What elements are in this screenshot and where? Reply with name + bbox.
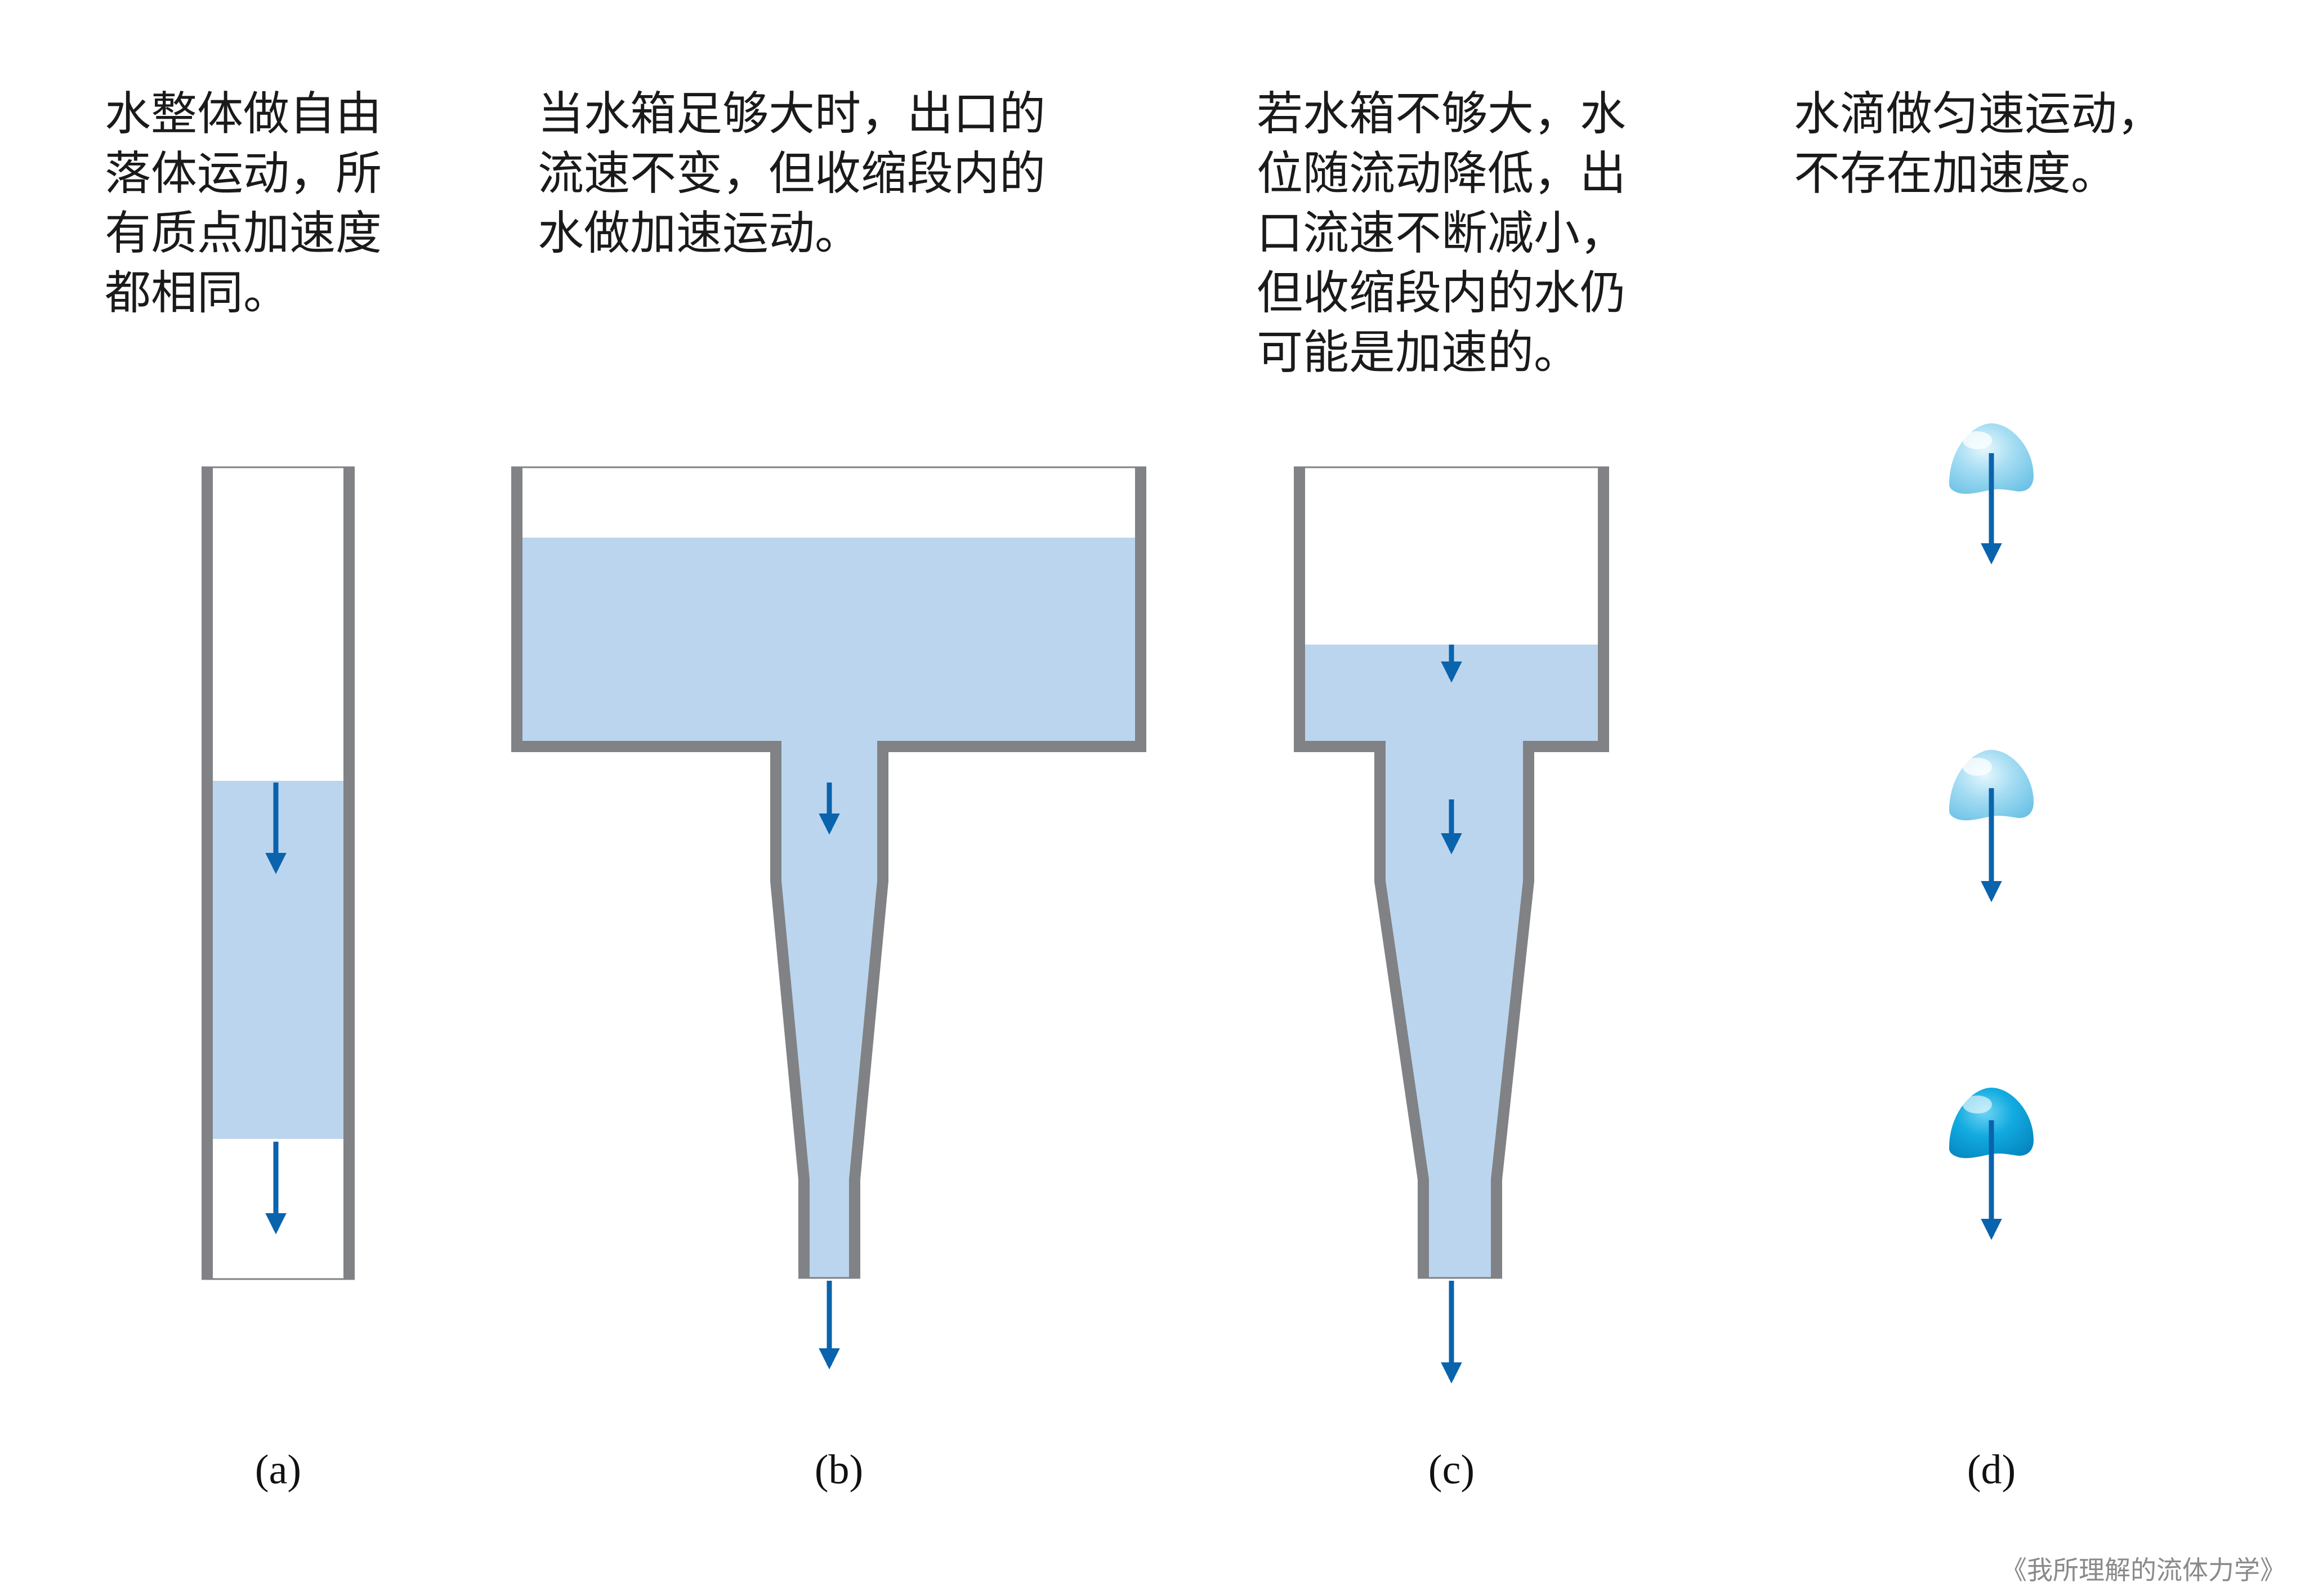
water-drop-1 [1949, 423, 2034, 565]
caption-a-line-2: 落体运动，所 [105, 147, 382, 200]
caption-d-line-1: 水滴做匀速运动， [1794, 87, 2164, 141]
water-drop-3 [1949, 1088, 2034, 1240]
panel-c-tank [1294, 466, 1609, 1384]
panel-c-water [1305, 645, 1598, 1278]
caption-a-line-1: 水整体做自由 [105, 87, 382, 141]
panel-a-right-wall [343, 467, 355, 1279]
caption-b: 当水箱足够大时，出口的 流速不变，但收缩段内的 水做加速运动。 [538, 84, 1046, 263]
caption-c-line-3: 口流速不断减小， [1257, 207, 1627, 260]
panel-c-wall [1294, 467, 1609, 1278]
caption-b-line-2: 流速不变，但收缩段内的 [538, 147, 1046, 200]
caption-a-line-4: 都相同。 [105, 266, 290, 320]
caption-c-line-2: 位随流动降低，出 [1257, 147, 1627, 200]
caption-d-line-2: 不存在加速度。 [1794, 147, 2118, 200]
panel-a-left-wall [202, 467, 213, 1279]
panel-b-water [522, 538, 1135, 1278]
panel-label-b: (b) [815, 1447, 863, 1493]
panel-b-tank [511, 466, 1146, 1370]
caption-c-line-5: 可能是加速的。 [1257, 326, 1580, 379]
source-credit: 《我所理解的流体力学》 [2001, 1555, 2286, 1585]
panel-b-wall [511, 467, 1146, 1278]
caption-a-line-3: 有质点加速度 [105, 207, 382, 260]
caption-c: 若水箱不够大，水 位随流动降低，出 口流速不断减小， 但收缩段内的水仍 可能是加… [1257, 84, 1626, 383]
caption-c-line-1: 若水箱不够大，水 [1257, 87, 1627, 141]
panel-label-c: (c) [1428, 1447, 1475, 1493]
caption-b-line-1: 当水箱足够大时，出口的 [538, 87, 1046, 141]
caption-b-line-3: 水做加速运动。 [538, 207, 861, 260]
panel-d-drops [1949, 423, 2034, 1240]
water-drop-1-highlight [1963, 431, 1992, 449]
panel-label-a: (a) [255, 1447, 301, 1493]
caption-d: 水滴做匀速运动， 不存在加速度。 [1794, 84, 2163, 204]
caption-c-line-4: 但收缩段内的水仍 [1257, 266, 1627, 320]
water-drop-2 [1949, 750, 2034, 902]
panel-label-d: (d) [1967, 1447, 2016, 1493]
water-drop-2-highlight [1963, 758, 1992, 776]
water-drop-3-highlight [1963, 1096, 1992, 1114]
caption-a: 水整体做自由 落体运动，所 有质点加速度 都相同。 [105, 84, 382, 323]
panel-a-tube [202, 466, 355, 1280]
